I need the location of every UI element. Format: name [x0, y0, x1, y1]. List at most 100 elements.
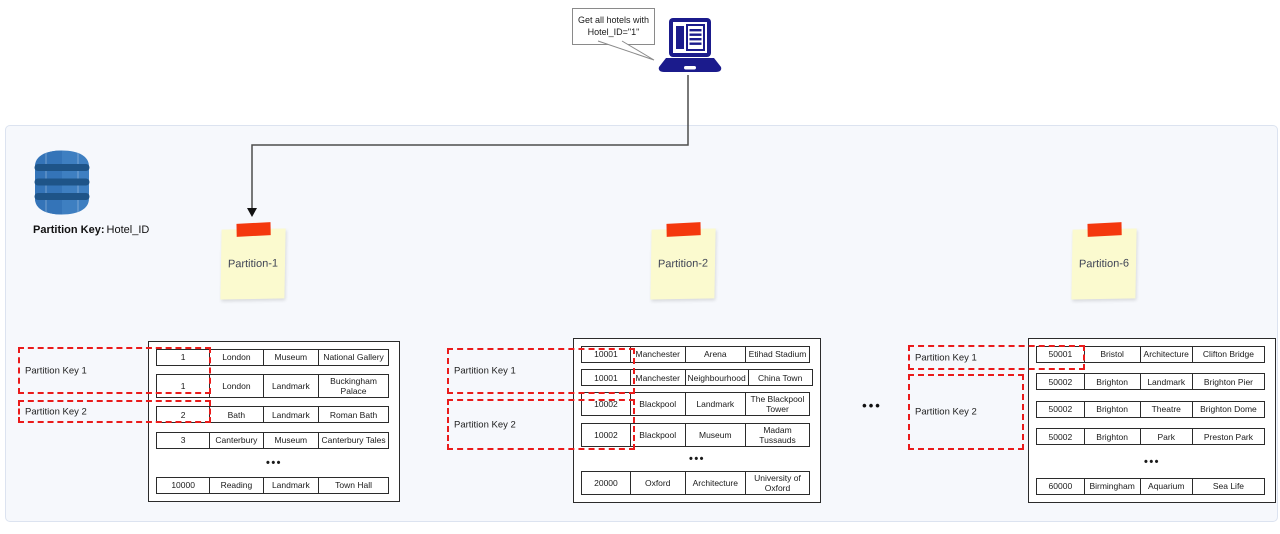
table-cell: Park [1139, 428, 1193, 446]
dynamodb-icon [34, 150, 90, 215]
partition-key-2-highlight-t1: Partition Key 2 [18, 400, 211, 423]
table-cell: Sea Life [1191, 477, 1265, 495]
partition-key-2-highlight-t3: Partition Key 2 [908, 374, 1024, 450]
table-cell: Reading [209, 476, 264, 494]
tape-icon [236, 222, 271, 237]
table-cell: Landmark [684, 392, 747, 417]
table-cell: Museum [262, 349, 320, 366]
table-cell: Blackpool [629, 392, 686, 417]
partition-key-2-label: Partition Key 2 [25, 406, 87, 417]
table-cell: Brighton Dome [1191, 400, 1265, 418]
tape-icon [1087, 222, 1122, 237]
table-cell: Landmark [262, 406, 320, 424]
table-cell: Architecture [1139, 346, 1193, 363]
partition-key-1-highlight-t1: Partition Key 1 [18, 347, 211, 394]
table-cell: Buckingham Palace [318, 374, 389, 399]
table-cell: 10002 [581, 422, 631, 447]
table-cell: 1 [156, 374, 211, 399]
table-cell: Bath [209, 406, 264, 424]
table-cell: Brighton Pier [1191, 373, 1265, 391]
partition-key-caption: Partition Key:Hotel_ID [33, 224, 149, 236]
table-cell: 10000 [156, 476, 211, 494]
table-cell: Etihad Stadium [745, 346, 810, 363]
table-cell: Town Hall [318, 476, 389, 494]
table-cell: Roman Bath [318, 406, 389, 424]
laptop-icon [658, 18, 722, 72]
table-cell: Neighbourhood [684, 369, 749, 387]
table-cell: Brighton [1083, 373, 1141, 391]
table-cell: Birmingham [1083, 477, 1141, 495]
table-cell: Brighton [1083, 400, 1141, 418]
table-cell: Manchester [629, 346, 686, 363]
partition-key-caption-value: Hotel_ID [106, 224, 150, 236]
table-cell: Preston Park [1191, 428, 1265, 446]
partition-key-1-label: Partition Key 1 [25, 365, 87, 376]
table-cell: Madam Tussauds [745, 422, 810, 447]
table-cell: National Gallery [318, 349, 389, 366]
more-partitions-ellipsis: ••• [862, 398, 882, 413]
table-cell: Brighton [1083, 428, 1141, 446]
table-cell: Arena [684, 346, 747, 363]
partition-6-note: Partition-6 [1071, 222, 1137, 300]
table-ellipsis: ••• [1143, 455, 1161, 468]
table-cell: Landmark [262, 374, 320, 399]
table-cell: Canterbury [209, 431, 264, 449]
table-cell: Blackpool [629, 422, 686, 447]
table-cell: London [209, 374, 264, 399]
table-cell: China Town [747, 369, 813, 387]
table-cell: Oxford [629, 470, 686, 495]
table-cell: Architecture [684, 470, 747, 495]
partition-2-note: Partition-2 [650, 222, 716, 300]
query-text-line2: Hotel_ID="1" [587, 26, 640, 37]
query-text-line1: Get all hotels with [577, 15, 650, 26]
table-cell: Landmark [1139, 373, 1193, 391]
table-ellipsis: ••• [265, 456, 283, 469]
partition-2-label: Partition-2 [657, 257, 709, 271]
table-cell: 50002 [1036, 400, 1085, 418]
table-cell: Theatre [1139, 400, 1193, 418]
tape-icon [666, 222, 701, 237]
partition-1-note: Partition-1 [220, 222, 286, 300]
table-cell: University of Oxford [745, 470, 810, 495]
partition-key-1-highlight-t2: Partition Key 1 [447, 348, 635, 394]
partition-key-1-label: Partition Key 1 [454, 365, 516, 377]
table-cell: Landmark [262, 476, 320, 494]
table-cell: 3 [156, 431, 211, 449]
partition-key-1-label: Partition Key 1 [915, 352, 977, 363]
table-cell: The Blackpool Tower [745, 392, 810, 417]
table-cell: 20000 [581, 470, 631, 495]
partition-key-2-label: Partition Key 2 [915, 406, 977, 418]
table-cell: Aquarium [1139, 477, 1193, 495]
query-speech-bubble: Get all hotels with Hotel_ID="1" [572, 8, 655, 45]
table-cell: 50002 [1036, 428, 1085, 446]
partition-1-label: Partition-1 [227, 257, 279, 271]
partition-key-caption-label: Partition Key: [33, 224, 105, 236]
table-cell: Manchester [629, 369, 686, 387]
table-cell: Museum [684, 422, 747, 447]
table-ellipsis: ••• [688, 452, 706, 465]
table-cell: Clifton Bridge [1191, 346, 1265, 363]
table-cell: 50002 [1036, 373, 1085, 391]
partition-key-1-highlight-t3: Partition Key 1 [908, 345, 1085, 370]
partition-key-2-highlight-t2: Partition Key 2 [447, 399, 635, 450]
table-cell: 60000 [1036, 477, 1085, 495]
table-cell: Museum [262, 431, 320, 449]
